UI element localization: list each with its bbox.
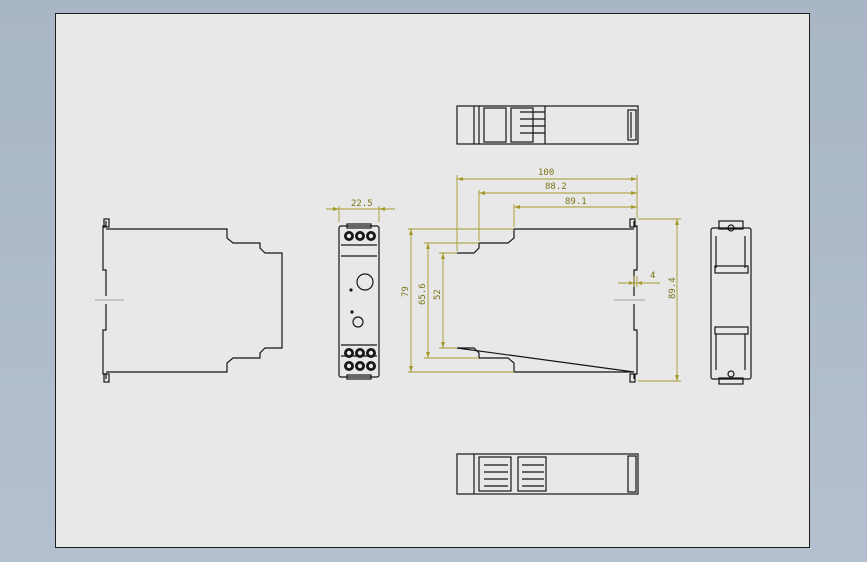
dim-length-inner-label: 89.1 <box>565 197 587 207</box>
bottom-view <box>456 453 639 495</box>
left-side-view <box>95 218 283 383</box>
dim-offset-label: 4 <box>650 271 655 281</box>
bottom-terminals <box>344 348 376 371</box>
led-indicator <box>352 316 364 328</box>
dim-height-inner-label: 52 <box>433 289 443 300</box>
top-view <box>456 105 639 145</box>
dim-width-label: 22.5 <box>351 199 373 209</box>
front-view <box>338 223 380 380</box>
dim-height-mid-label: 65.6 <box>418 283 428 305</box>
drawing-sheet <box>55 13 810 548</box>
main-side-view <box>456 218 645 383</box>
right-end-view <box>710 220 752 385</box>
dim-height-overall-label: 79 <box>401 286 411 297</box>
top-terminals <box>344 231 376 241</box>
dim-length-mid-label: 88.2 <box>545 182 567 192</box>
dim-length-overall-label: 100 <box>538 168 554 178</box>
dimensions: 22.5 100 88.2 89.1 79 65.6 52 <box>326 168 681 382</box>
dial-knob <box>356 273 374 291</box>
dim-height-right-label: 89.4 <box>668 277 678 299</box>
